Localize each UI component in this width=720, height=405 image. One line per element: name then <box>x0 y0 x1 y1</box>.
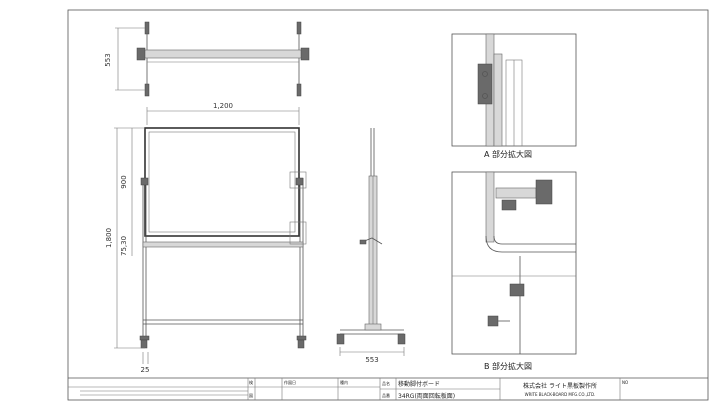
title-block: 検 図 作図日 種内 品名 移動脚付ボード 品番 34RG(両面回転板面) 株式… <box>68 377 708 400</box>
detail-b: B 部分拡大図 <box>451 171 577 371</box>
dim-leg-offset: 25 <box>141 366 150 374</box>
name-value: 移動脚付ボード <box>398 380 440 388</box>
drawing-border <box>67 9 709 401</box>
detail-a-caption: A 部分拡大図 <box>484 149 532 159</box>
section-label: 種内 <box>340 379 348 385</box>
dim-board-height: 900 <box>120 175 128 188</box>
date-label: 作図日 <box>284 379 296 385</box>
no-label: NO <box>622 380 628 385</box>
callout-a-box <box>289 171 307 189</box>
number-value: 34RG(両面回転板面) <box>398 392 455 400</box>
dim-total-height: 1,800 <box>105 228 113 248</box>
side-view: 553 <box>336 128 406 364</box>
top-view: 553 <box>104 21 310 97</box>
company-jp: 株式会社 ライト黒板製作所 <box>523 382 597 390</box>
company-en: WRITE BLACK-BOARD MFG.CO.,LTD. <box>525 392 596 397</box>
knob-bolt <box>535 179 553 205</box>
hinge-bracket <box>477 63 493 105</box>
detail-b-caption: B 部分拡大図 <box>484 361 532 371</box>
dim-top-depth: 553 <box>104 53 112 66</box>
dim-side-depth: 553 <box>365 356 378 364</box>
name-label: 品名 <box>382 380 390 386</box>
dim-margin-height: 75,30 <box>120 236 128 256</box>
front-view: 1,200 900 1,800 75,30 25 <box>105 102 307 374</box>
top-board-edge <box>137 49 309 59</box>
callout-b-box <box>289 221 307 245</box>
check-label: 検 <box>249 379 253 385</box>
draw-label: 図 <box>249 393 253 398</box>
number-label: 品番 <box>382 392 390 398</box>
detail-a: A 部分拡大図 <box>451 33 577 159</box>
whiteboard-frame <box>144 127 300 237</box>
dim-width: 1,200 <box>213 102 233 110</box>
